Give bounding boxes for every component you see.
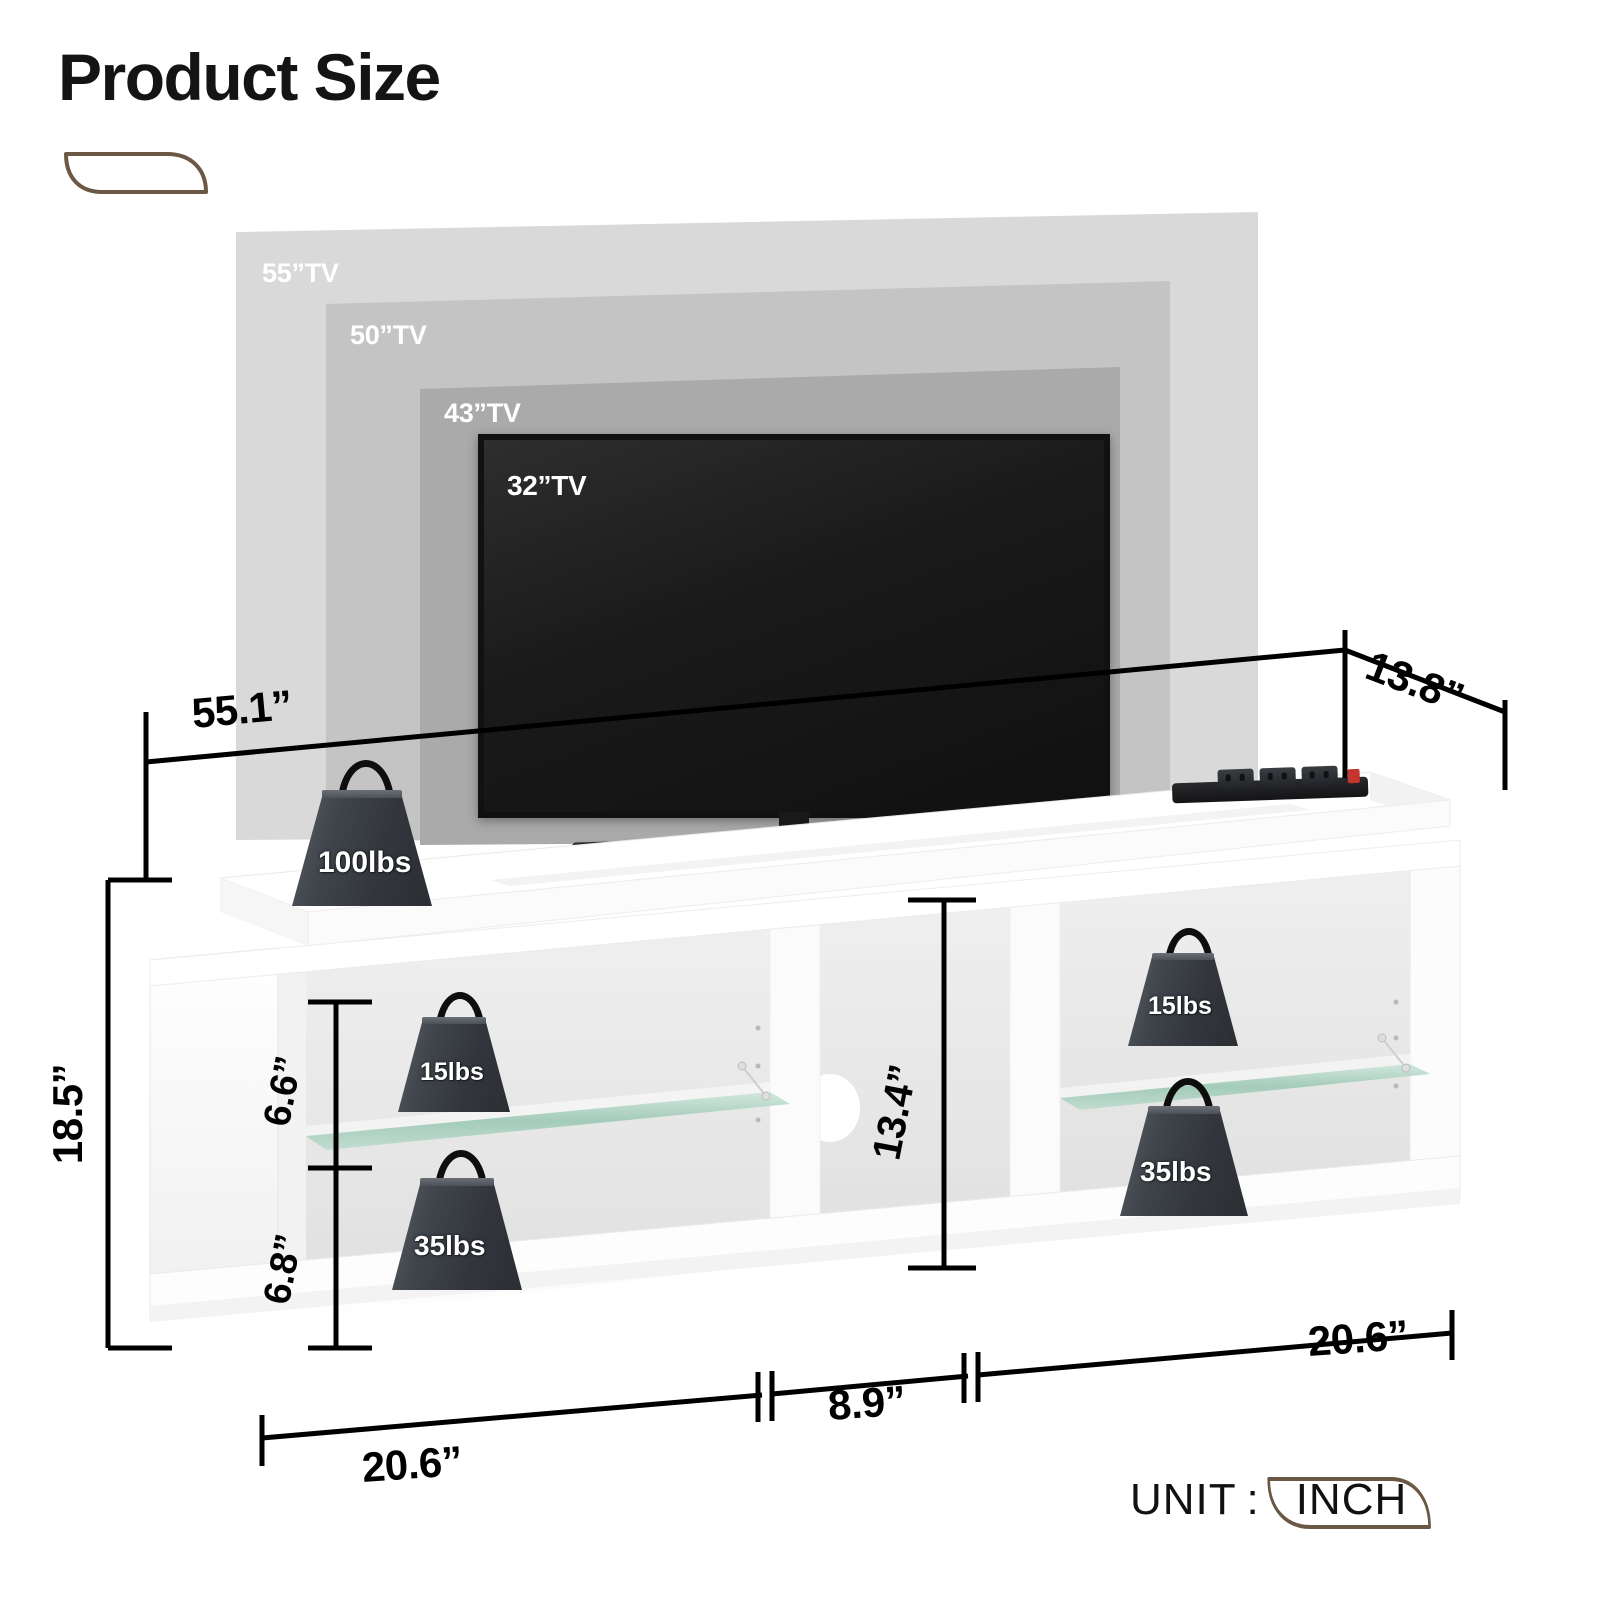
tv-screen-32 bbox=[478, 434, 1110, 818]
weight-top-plate bbox=[1148, 1106, 1220, 1114]
weight-top-plate bbox=[322, 790, 402, 798]
page-title: Product Size bbox=[58, 40, 441, 114]
weight-15lbs-right-label: 15lbs bbox=[1148, 992, 1212, 1020]
unit-badge: INCH bbox=[1266, 1475, 1434, 1529]
weight-100lbs: 100lbs bbox=[292, 760, 432, 906]
weight-handle bbox=[1165, 928, 1213, 965]
tv-size-label-32: 32”TV bbox=[507, 470, 587, 501]
weight-handle bbox=[435, 1150, 487, 1191]
weight-100lbs-label: 100lbs bbox=[318, 846, 412, 879]
weight-handle bbox=[436, 992, 484, 1029]
weight-15lbs-right: 15lbs bbox=[1128, 928, 1238, 1046]
tv-size-label-43: 43”TV bbox=[444, 398, 521, 428]
weight-top-plate bbox=[1152, 953, 1214, 960]
unit-value: INCH bbox=[1295, 1475, 1408, 1524]
dimension-label-center-bay: 8.9” bbox=[826, 1376, 907, 1429]
weight-35lbs-left-label: 35lbs bbox=[414, 1230, 486, 1261]
weight-handle bbox=[338, 760, 394, 803]
dimension-label-width-top: 55.1” bbox=[189, 681, 294, 737]
weight-top-plate bbox=[422, 1017, 486, 1024]
weight-35lbs-left: 35lbs bbox=[392, 1150, 522, 1290]
cabinet-top-surface bbox=[219, 771, 1451, 947]
weight-top-plate bbox=[420, 1178, 494, 1186]
weight-35lbs-right-label: 35lbs bbox=[1140, 1156, 1212, 1187]
dimension-label-height: 18.5” bbox=[44, 1063, 92, 1165]
leaf-badge-icon bbox=[1267, 1477, 1431, 1529]
tv-size-label-55: 55”TV bbox=[262, 258, 339, 288]
unit-row: UNIT : INCH bbox=[1130, 1468, 1433, 1532]
tv-size-label-50: 50”TV bbox=[350, 320, 427, 350]
dimension-label-right-bay: 20.6” bbox=[1306, 1311, 1410, 1365]
weight-handle bbox=[1162, 1078, 1214, 1119]
weight-35lbs-right: 35lbs bbox=[1120, 1078, 1248, 1216]
leaf-accent-icon bbox=[64, 152, 208, 194]
weight-15lbs-left-label: 15lbs bbox=[420, 1058, 484, 1086]
unit-label: UNIT : bbox=[1130, 1475, 1260, 1524]
dimension-label-left-bay: 20.6” bbox=[360, 1437, 464, 1491]
weight-15lbs-left: 15lbs bbox=[398, 992, 510, 1112]
